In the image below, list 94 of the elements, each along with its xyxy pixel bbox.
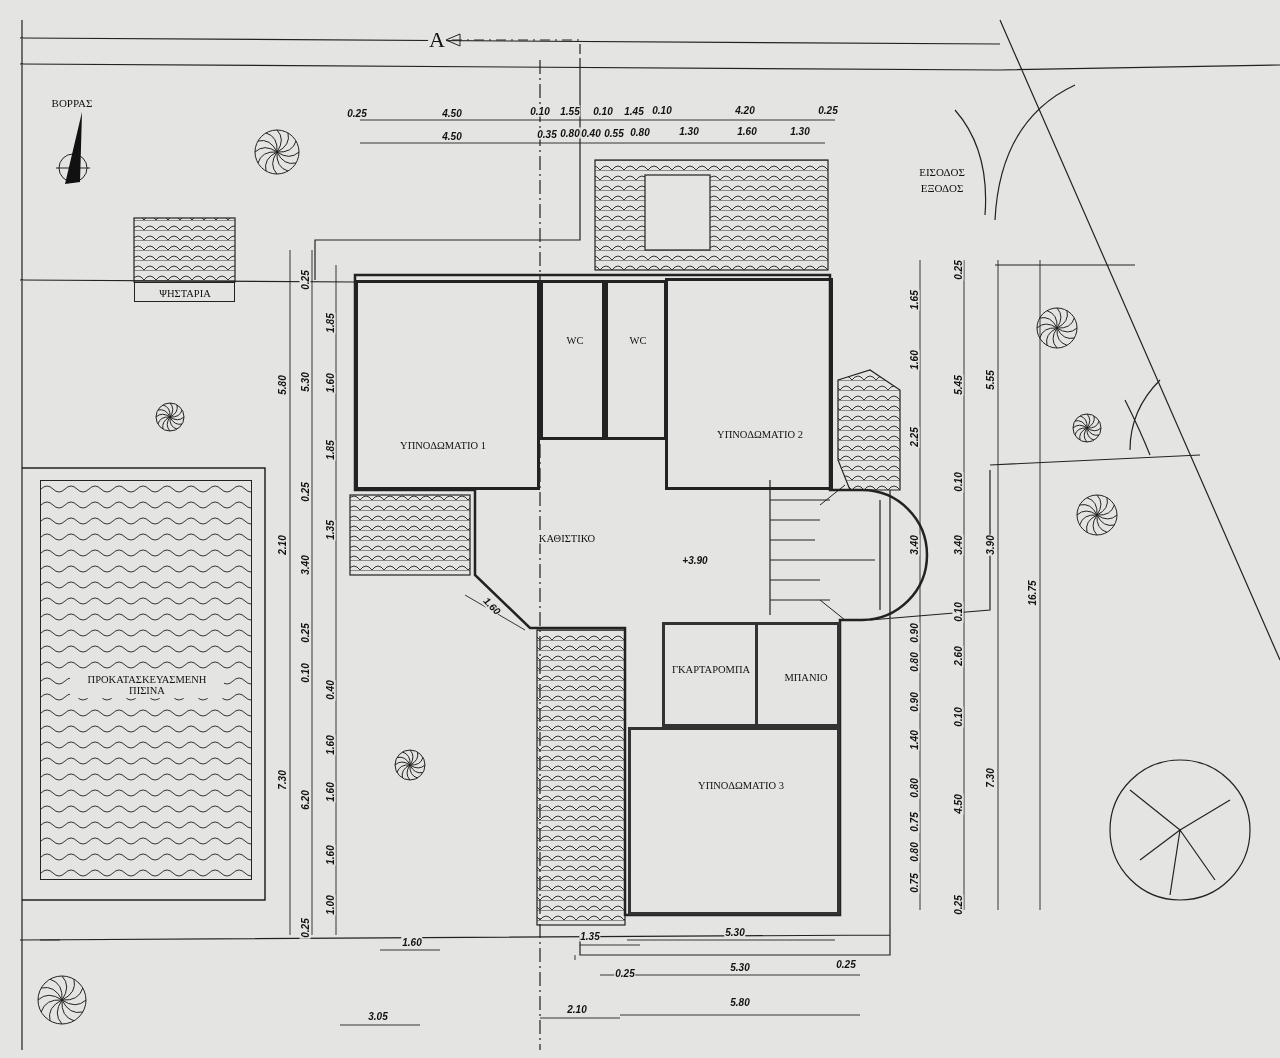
dimension-value: 5.30 [724, 926, 746, 938]
dimension-value: 3.05 [367, 1010, 389, 1022]
dimension-value: 1.85 [324, 439, 336, 461]
dimension-value: 1.60 [324, 844, 336, 866]
dimension-value: 0.10 [952, 601, 964, 623]
dimension-value: 5.30 [299, 371, 311, 393]
dimension-value: 3.40 [952, 534, 964, 556]
dimension-value: 1.60 [324, 781, 336, 803]
dimension-value: 0.40 [580, 127, 602, 139]
dimension-value: 0.90 [908, 691, 920, 713]
room [355, 280, 540, 490]
dimension-value: 1.60 [401, 936, 423, 948]
grill-label-box [134, 282, 235, 302]
dimension-value: 6.20 [299, 789, 311, 811]
room-label: ΥΠΝΟΔΩΜΑΤΙΟ 3 [698, 779, 784, 791]
dimension-value: 1.30 [789, 125, 811, 137]
pool [40, 480, 252, 880]
dimension-value: 5.55 [984, 369, 996, 391]
room-label: ΓΚΑΡΤΑΡΟΜΠΑ [671, 663, 751, 675]
dimension-value: 0.25 [952, 259, 964, 281]
dimension-value: 0.25 [346, 107, 368, 119]
dimension-value: 4.20 [734, 104, 756, 116]
dimension-value: 0.40 [324, 679, 336, 701]
dimension-value: 0.80 [629, 126, 651, 138]
room-label: ΨΗΣΤΑΡΙΑ [159, 287, 211, 299]
room-label: WC [629, 334, 647, 346]
room [605, 280, 667, 440]
dimension-value: 0.10 [952, 471, 964, 493]
dimension-value: 3.40 [908, 534, 920, 556]
dimension-value: 1.55 [559, 105, 581, 117]
dimension-value: 1.60 [324, 734, 336, 756]
dimension-value: 4.50 [441, 107, 463, 119]
dimension-value: 0.80 [559, 127, 581, 139]
dimension-value: 5.30 [729, 961, 751, 973]
dimension-value: 1.65 [908, 289, 920, 311]
plan-label: ΒΟΡΡΑΣ [50, 97, 94, 109]
dimension-value: 5.80 [276, 374, 288, 396]
dimension-value: 3.90 [984, 534, 996, 556]
dimension-value: 1.45 [623, 105, 645, 117]
dimension-value: 4.50 [441, 130, 463, 142]
room [540, 280, 605, 440]
room-label: ΥΠΝΟΔΩΜΑΤΙΟ 2 [717, 428, 803, 440]
room [628, 727, 840, 915]
dimension-value: 2.60 [952, 645, 964, 667]
dimension-value: 0.25 [952, 894, 964, 916]
dimension-value: 1.85 [324, 312, 336, 334]
room [662, 622, 758, 727]
dimension-value: 0.25 [299, 622, 311, 644]
dimension-value: 0.75 [908, 811, 920, 833]
dimension-value: 0.10 [299, 662, 311, 684]
dimension-value: 0.10 [952, 706, 964, 728]
dimension-value: +3.90 [681, 554, 709, 566]
dimension-value: 1.30 [678, 125, 700, 137]
dimension-value: 1.35 [579, 930, 601, 942]
dimension-value: 0.25 [299, 917, 311, 939]
room-label: WC [566, 334, 584, 346]
dimension-value: 0.10 [651, 104, 673, 116]
dimension-value: 0.75 [908, 872, 920, 894]
room-label: ΥΠΝΟΔΩΜΑΤΙΟ 1 [400, 439, 486, 451]
room [665, 278, 833, 490]
dimension-value: 0.10 [529, 105, 551, 117]
dimension-value: 2.25 [908, 426, 920, 448]
room-label: ΚΑΘΙΣΤΙΚΟ [538, 532, 596, 544]
dimension-value: 1.35 [324, 519, 336, 541]
dimension-value: 2.10 [566, 1003, 588, 1015]
dimension-value: 5.80 [729, 996, 751, 1008]
plan-label: ΕΙΣΟΔΟΣ [918, 166, 966, 178]
plan-label: ΕΞΟΔΟΣ [919, 182, 965, 194]
dimension-value: 0.80 [908, 777, 920, 799]
dimension-value: 0.10 [592, 105, 614, 117]
dimension-value: 0.90 [908, 622, 920, 644]
dimension-value: 1.60 [324, 372, 336, 394]
dimension-value: 0.25 [614, 967, 636, 979]
dimension-value: 4.50 [952, 793, 964, 815]
dimension-value: 2.10 [276, 534, 288, 556]
dimension-value: 3.40 [299, 554, 311, 576]
dimension-value: 1.00 [324, 894, 336, 916]
dimension-value: 7.30 [984, 767, 996, 789]
room [755, 622, 840, 727]
dimension-value: 0.25 [817, 104, 839, 116]
dimension-value: 1.60 [908, 349, 920, 371]
dimension-value: 0.25 [299, 269, 311, 291]
dimension-value: 16.75 [1026, 579, 1038, 607]
dimension-value: 0.80 [908, 841, 920, 863]
dimension-value: 0.25 [299, 481, 311, 503]
dimension-value: 0.35 [536, 128, 558, 140]
dimension-value: 1.40 [908, 729, 920, 751]
dimension-value: 1.60 [736, 125, 758, 137]
dimension-value: 7.30 [276, 769, 288, 791]
dimension-value: 0.55 [603, 127, 625, 139]
dimension-value: 0.25 [835, 958, 857, 970]
room-label: ΜΠΑΝΙΟ [784, 671, 828, 683]
dimension-value: 0.80 [908, 651, 920, 673]
dimension-value: 5.45 [952, 374, 964, 396]
